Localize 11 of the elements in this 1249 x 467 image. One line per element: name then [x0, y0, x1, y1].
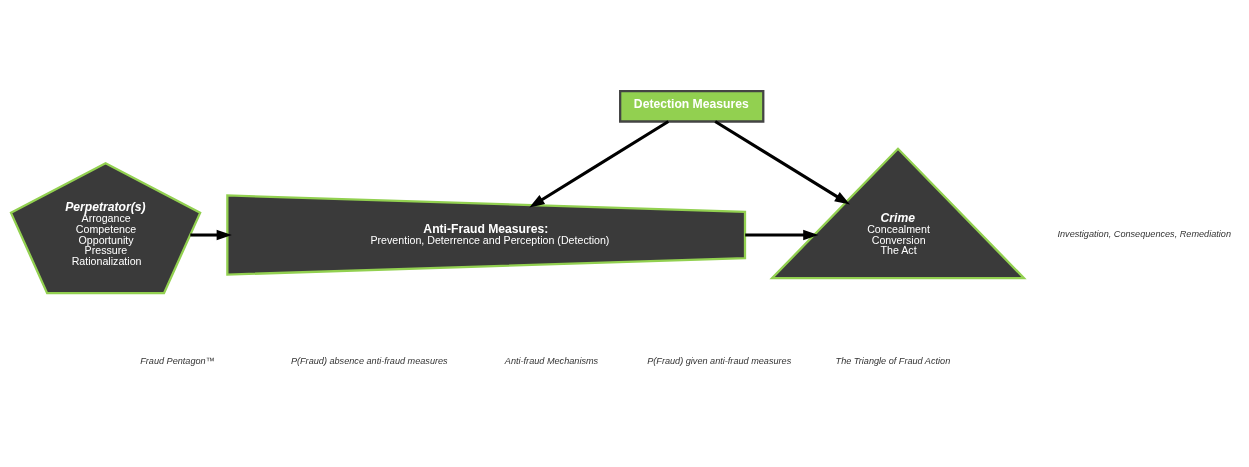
- arrow: [529, 120, 670, 208]
- label: The Triangle of Fraud Action: [835, 355, 951, 366]
- label: Anti-fraud Mechanisms: [504, 355, 599, 366]
- label: P(Fraud) absence anti-fraud measures: [290, 355, 448, 366]
- arrow: [714, 120, 850, 205]
- label: Investigation, Consequences, Remediation: [1057, 228, 1231, 239]
- arrow: [745, 229, 819, 241]
- label: Fraud Pentagon™: [140, 355, 215, 366]
- label: P(Fraud) given anti-fraud measures: [647, 355, 792, 366]
- node-box: Detection Measures: [619, 89, 765, 123]
- arrow: [190, 229, 232, 241]
